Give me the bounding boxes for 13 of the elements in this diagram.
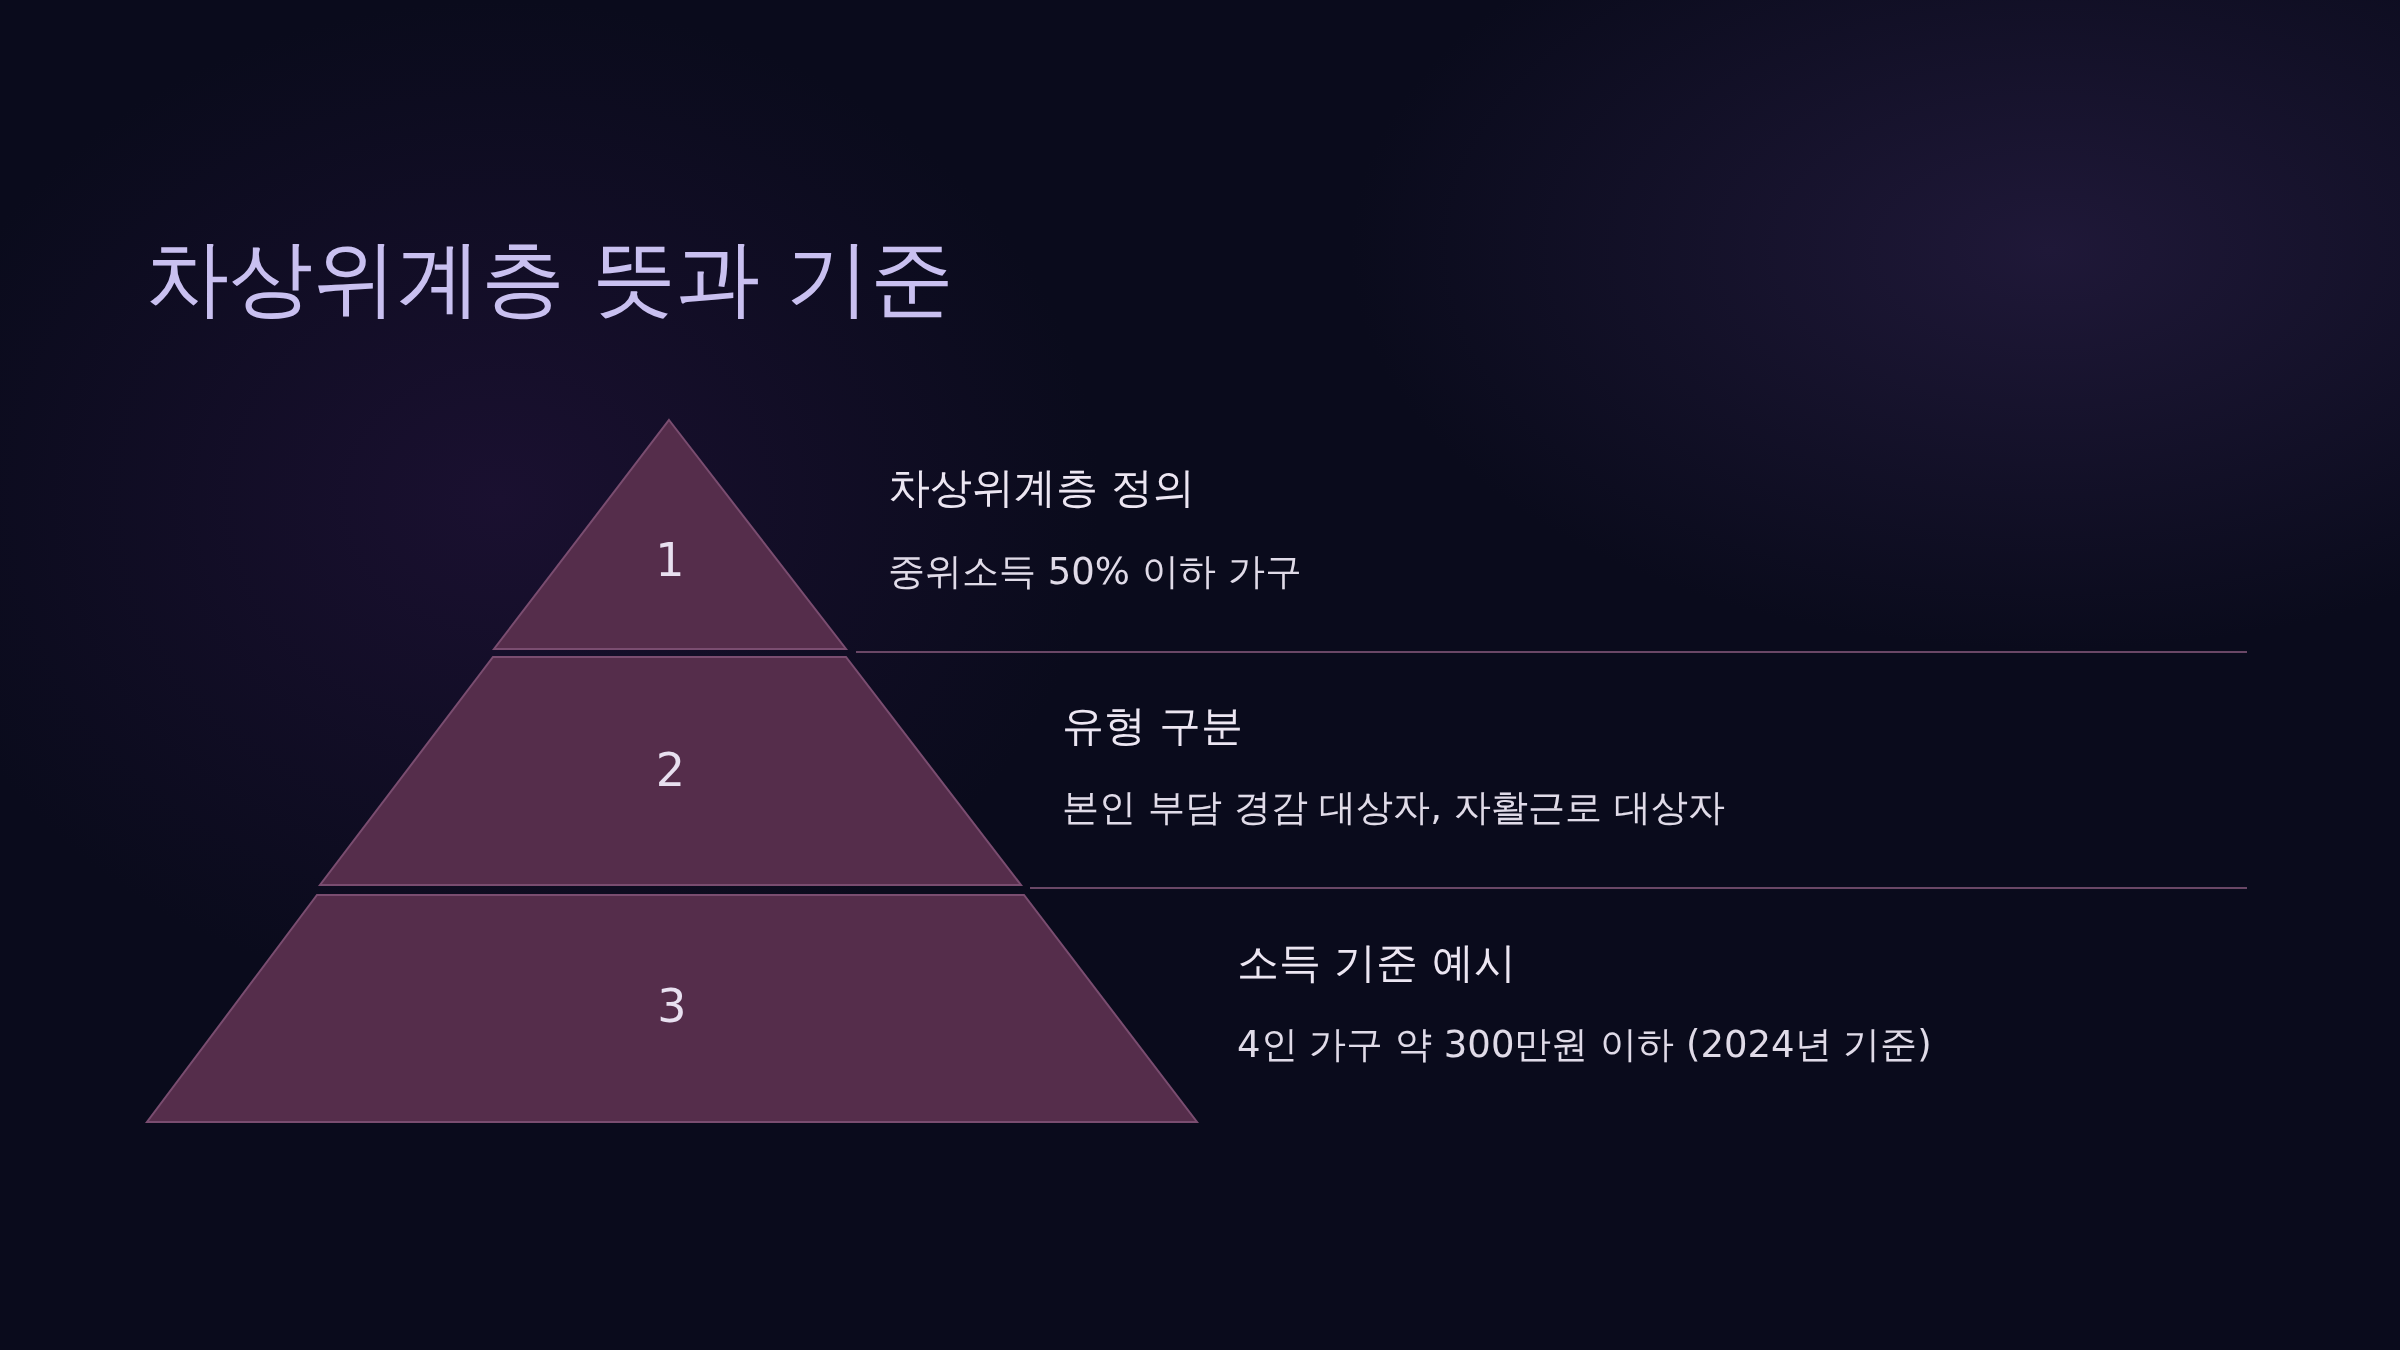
pyramid-tier: [494, 420, 846, 649]
tier-description: 4인 가구 약 300만원 이하 (2024년 기준): [1237, 1022, 1932, 1068]
title: 차상위계층 뜻과 기준: [145, 228, 955, 329]
tier-heading: 소득 기준 예시: [1237, 937, 1516, 989]
tier-heading: 차상위계층 정의: [888, 462, 1196, 514]
pyramid-tier: [320, 657, 1021, 885]
tier-description: 본인 부담 경감 대상자, 자활근로 대상자: [1062, 785, 1725, 831]
pyramid-tier: [147, 895, 1197, 1122]
tier-number: 2: [655, 743, 686, 797]
tier-number: 1: [655, 533, 685, 587]
tier-description: 중위소득 50% 이하 가구: [888, 549, 1302, 595]
tier-number: 3: [657, 979, 687, 1033]
tier-heading: 유형 구분: [1062, 700, 1244, 752]
